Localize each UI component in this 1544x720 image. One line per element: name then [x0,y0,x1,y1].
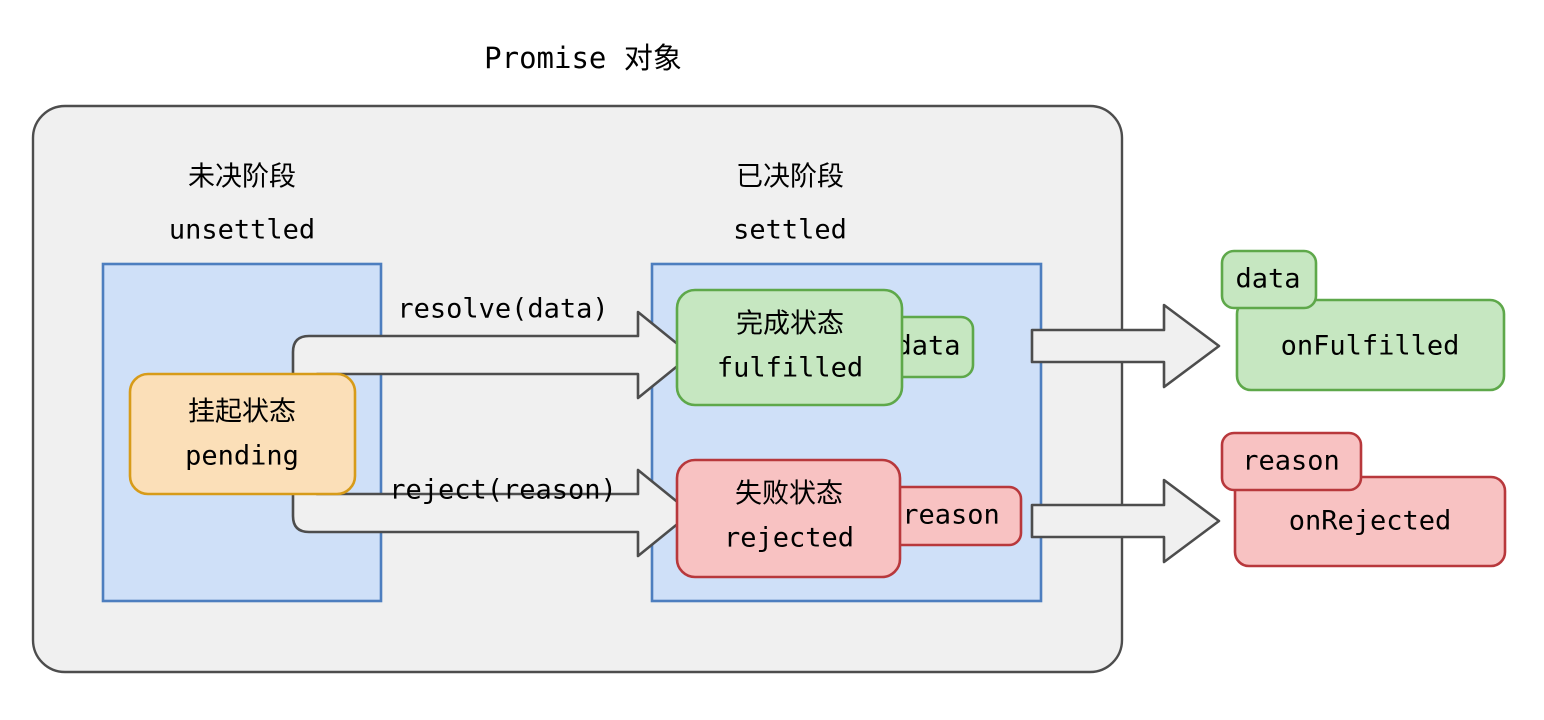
state-rejected-label-cn: 失败状态 [735,479,843,510]
handler-on-fulfilled-badge-box [1220,249,1318,310]
handler-on-fulfilled-badge-label: data [1235,264,1300,295]
diagram-title: Promise 对象 [484,41,682,75]
phase-unsettled-label-en: unsettled [169,215,315,246]
transition-resolve-label: resolve(data) [397,294,608,325]
state-pending: 挂起状态 pending [128,372,357,496]
transition-reject-label: reject(reason) [389,475,617,506]
state-pending-label-cn: 挂起状态 [188,397,296,428]
state-rejected-box [675,458,902,579]
state-pending-label-en: pending [185,441,299,472]
state-rejected-label-en: rejected [724,523,854,554]
state-fulfilled-label-en: fulfilled [717,353,863,384]
state-rejected-badge-label: reason [902,500,1000,531]
arrow-to-on-rejected [1030,478,1221,564]
phase-settled-label-cn: 已决阶段 [736,162,844,193]
arrow-resolve [291,310,693,400]
handler-on-fulfilled: data onFulfilled [1220,249,1506,392]
state-fulfilled-badge-label: data [895,331,960,362]
handler-on-fulfilled-box [1235,298,1506,392]
phase-unsettled-label-cn: 未决阶段 [188,162,296,193]
arrow-to-on-fulfilled [1030,303,1221,389]
phase-settled-label-en: settled [733,215,847,246]
state-rejected: reason 失败状态 rejected [675,458,1023,579]
state-fulfilled-label-cn: 完成状态 [736,309,844,340]
handler-on-rejected-box [1233,475,1507,568]
state-fulfilled-box [675,288,904,407]
arrow-reject [291,468,693,558]
state-pending-box [128,372,357,496]
state-fulfilled: data 完成状态 fulfilled [675,288,975,407]
handler-on-rejected-label: onRejected [1289,506,1452,537]
handler-on-rejected-badge-label: reason [1242,446,1340,477]
handler-on-fulfilled-label: onFulfilled [1281,331,1460,362]
handler-on-rejected: reason onRejected [1220,431,1507,568]
handler-on-rejected-badge-box [1220,431,1363,492]
